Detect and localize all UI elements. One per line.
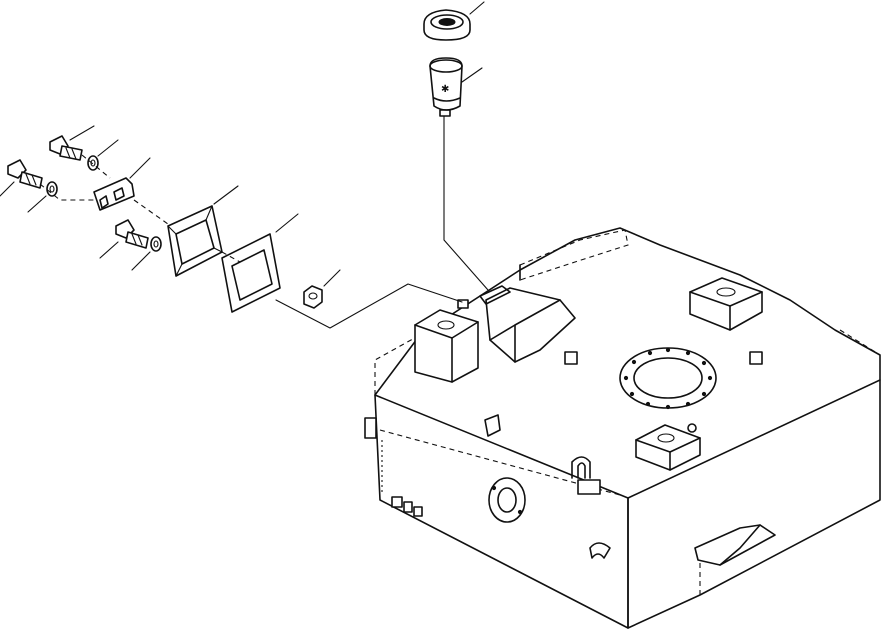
strainer: ✱ (429, 57, 489, 291)
bolt-upper (49, 125, 95, 161)
washer-upper (87, 139, 119, 171)
bolt-left (0, 159, 43, 197)
svg-text:✱: ✱ (441, 84, 449, 95)
washer-left (27, 181, 58, 213)
gasket (221, 213, 299, 313)
fuel-tank (364, 227, 881, 629)
bolt-lower (99, 219, 149, 259)
washer-lower (131, 236, 162, 271)
cover-plate (39, 154, 169, 225)
cap (423, 1, 485, 41)
nut (275, 269, 463, 329)
